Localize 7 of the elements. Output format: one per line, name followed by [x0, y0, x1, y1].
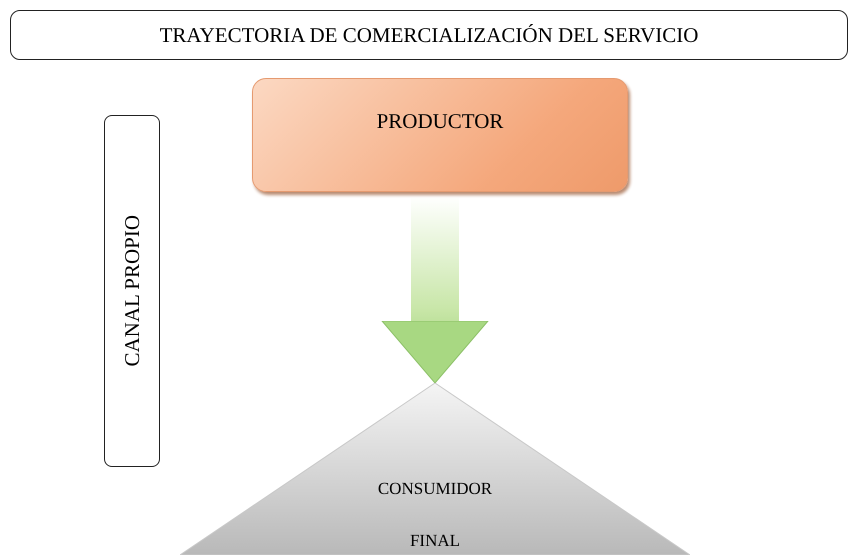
node-label: CANAL PROPIO: [120, 215, 144, 367]
node-label: PRODUCTOR: [376, 109, 504, 135]
triangle-shape: [180, 383, 690, 555]
process-box: [252, 78, 628, 192]
node-label: CONSUMIDOR FINAL: [376, 478, 494, 552]
process-box: [104, 115, 160, 467]
title-box: TRAYECTORIA DE COMERCIALIZACIÓN DEL SERVICIO: [10, 10, 848, 60]
